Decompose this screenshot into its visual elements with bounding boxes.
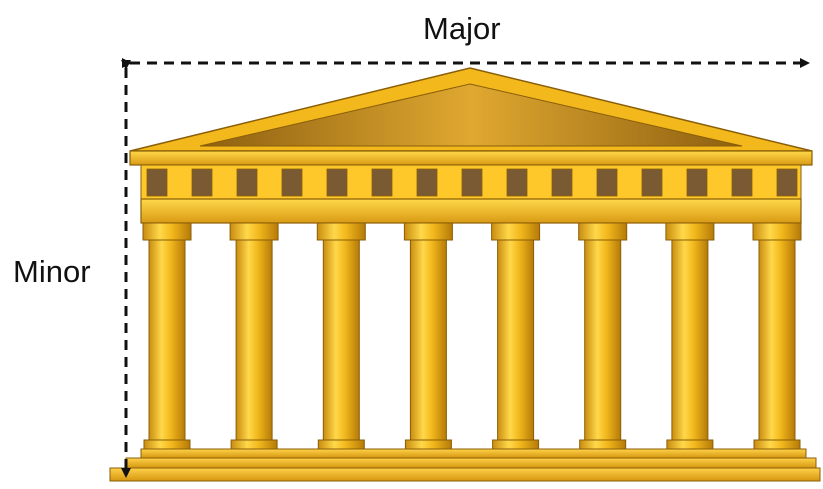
step-top [141, 449, 806, 458]
column [404, 223, 452, 449]
column [492, 223, 540, 449]
frieze-metope [192, 169, 212, 196]
stylobate [110, 449, 820, 481]
minor-label: Minor [13, 256, 91, 287]
column-shaft [236, 240, 272, 440]
major-label: Major [423, 13, 501, 44]
column-shaft [410, 240, 446, 440]
column-shaft [759, 240, 795, 440]
column-capital [666, 223, 714, 240]
column [666, 223, 714, 449]
column-shaft [149, 240, 185, 440]
column-base [580, 440, 626, 449]
architrave [141, 199, 801, 223]
step-middle [126, 458, 816, 468]
column-shaft [585, 240, 621, 440]
column-capital [317, 223, 365, 240]
column-base [405, 440, 451, 449]
column [317, 223, 365, 449]
column-capital [230, 223, 278, 240]
column-shaft [323, 240, 359, 440]
column-base [318, 440, 364, 449]
frieze-metope [642, 169, 662, 196]
frieze [141, 165, 801, 199]
frieze-metope [507, 169, 527, 196]
cornice [130, 151, 812, 165]
column [230, 223, 278, 449]
frieze-metope [732, 169, 752, 196]
column-capital [404, 223, 452, 240]
frieze-metope [687, 169, 707, 196]
column-shaft [672, 240, 708, 440]
column-capital [143, 223, 191, 240]
column [753, 223, 801, 449]
column-capital [492, 223, 540, 240]
frieze-metope [237, 169, 257, 196]
frieze-metope [282, 169, 302, 196]
frieze-metope [777, 169, 797, 196]
column-base [667, 440, 713, 449]
column-capital [753, 223, 801, 240]
frieze-metope [417, 169, 437, 196]
frieze-metope [147, 169, 167, 196]
frieze-metope [462, 169, 482, 196]
frieze-metope [552, 169, 572, 196]
pediment [130, 68, 812, 151]
column-base [754, 440, 800, 449]
frieze-metope [597, 169, 617, 196]
column [143, 223, 191, 449]
column [579, 223, 627, 449]
column-base [493, 440, 539, 449]
column-base [231, 440, 277, 449]
frieze-metope [327, 169, 347, 196]
column-base [144, 440, 190, 449]
columns [143, 223, 801, 449]
frieze-metope [372, 169, 392, 196]
step-bottom [110, 468, 820, 481]
column-shaft [498, 240, 534, 440]
column-capital [579, 223, 627, 240]
